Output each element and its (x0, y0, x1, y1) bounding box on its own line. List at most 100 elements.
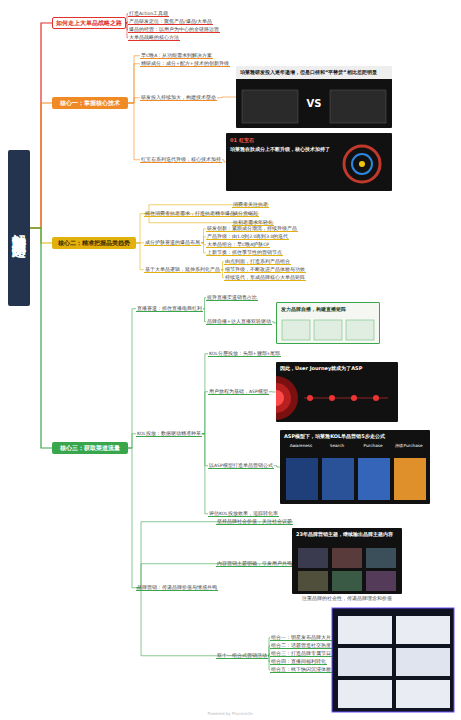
node-label: 组合四：直播间福利转化 (271, 659, 326, 665)
theme-illustration (298, 548, 396, 591)
node-label: 组合一：明星发布品牌大片 (271, 635, 331, 641)
sub-topic: 双十一组合式营销活动 (216, 653, 268, 660)
slide-thumbnail (396, 680, 450, 708)
node-label: 评估KOL投放效果，追踪转化率 (209, 511, 278, 517)
sub-topic: 以ASP模型打造单品营销公式 (208, 463, 274, 470)
branch-connector (136, 214, 144, 243)
node-label: 研发创新：紧跟成分潮流，持续升级产品 (207, 226, 297, 232)
sub-topic: 组合一：明星发布品牌大片 (270, 635, 332, 642)
slide-thumbnail (396, 616, 450, 644)
swirl-core (359, 161, 365, 167)
stage-panel (394, 458, 426, 500)
stage-panel (322, 458, 354, 500)
branch-connector (30, 228, 52, 448)
branch-connector (128, 103, 140, 160)
thumbnail (332, 548, 362, 568)
semicircle (276, 390, 284, 406)
node-text: Awareness (283, 443, 319, 448)
semicircle (276, 376, 298, 420)
journey-dot (351, 395, 357, 401)
node-text: 持续Purchase (391, 443, 427, 448)
journey-dot (307, 395, 313, 401)
branch-connector (30, 103, 52, 228)
sub-topic: 坚持品牌社会价值，关注社会议题 (216, 519, 293, 526)
sub-topic: 大单品战略的核心方法 (128, 35, 180, 42)
sub-topic: KOL投放：数据驱动精准种草 (136, 431, 202, 438)
node-label: 上新节奏：抓住季节性的营销节点 (207, 250, 282, 256)
branch-connector (217, 97, 236, 99)
node-label: 核心一：掌握核心技术 (60, 99, 120, 108)
branch-topic: 核心三：获取渠道流量 (52, 442, 128, 454)
node-label: 细节升级，不断改进产品体验与功效 (225, 267, 305, 273)
vs-illustration (242, 90, 386, 123)
semicircle (276, 383, 291, 413)
sub-topic: 产品研发定位：聚焦产品/爆品/大单品 (128, 19, 213, 26)
node-label: 抗初老需求年轻化 (233, 220, 273, 226)
sub-topic: 爆品的经营：以用户为中心的全链路运营 (128, 27, 220, 34)
node-label: 核心二：精准把握品类趋势 (58, 239, 130, 248)
screenshot-card: 23年品牌营销主题，继续输出品牌主题内容注重品牌的社会性，传递品牌理念和价值 (292, 528, 402, 594)
thumbnail (332, 571, 362, 591)
slide-frame (332, 608, 454, 712)
journey-illustration (276, 376, 388, 420)
node-label: 大单品组合：早C晚A护肤CP (207, 242, 269, 248)
sub-topic: 细节升级，不断改进产品体验与功效 (224, 267, 306, 274)
screenshot-card: 发力品牌自播，构建直播矩阵 (276, 302, 380, 344)
sub-topic: 研发创新：紧跟成分潮流，持续升级产品 (206, 226, 298, 233)
screenshot-card: 01 红宝石珀莱雅在肽成分上不断升级，核心技术加持了 (226, 133, 392, 191)
thumbnail (366, 548, 396, 568)
stage-panel (358, 458, 390, 500)
thumbnail (298, 571, 328, 591)
node-label: 成分党崛起 (233, 211, 258, 217)
branch-connector (202, 434, 208, 514)
branch-connector (128, 98, 140, 103)
node-label: 研发投入持续加大，构建技术壁垒 (141, 95, 216, 101)
sub-topic: 红宝石系列迭代升级，核心技术加持 (140, 157, 222, 164)
node-label: 直播赛道：抓住直播电商红利 (137, 306, 202, 312)
branch-connector (128, 64, 140, 103)
slide-thumbnail (338, 680, 392, 708)
sub-topic: 成分护肤赛道的爆品布局 (144, 240, 201, 247)
sub-topic: 用户旅程为基础，ASP模型 (208, 389, 269, 396)
sub-topic: 评估KOL投放效果，追踪转化率 (208, 511, 279, 518)
sub-topic: 品牌营销：传递品牌价值与情感共鸣 (136, 585, 218, 592)
node-label: 珀莱雅研发投入逐年递增，但是口径和“平替货”相比差距明显 (236, 66, 392, 79)
node-label: 红宝石系列迭代升级，核心技术加持 (141, 157, 221, 163)
node-label: 组合三：打造品牌专属节日 (271, 651, 331, 657)
sub-topic: 组合二：话题营造社交热度 (270, 643, 332, 650)
campaign-illustration (332, 608, 454, 712)
node-label: 提升直播渠道销售占比 (207, 295, 257, 301)
node-label: 因此，User Journey就成为了ASP (276, 362, 398, 375)
swirl-ring (352, 154, 372, 174)
node-label: 以ASP模型打造单品营销公式 (209, 463, 273, 469)
slide-thumbnail (338, 648, 392, 676)
node-label: 双十一组合式营销活动 (217, 653, 267, 659)
root-topic: 解密珀莱雅大单品之路 (8, 150, 30, 306)
sub-topic: 由点到面，打造系列产品组合 (224, 259, 291, 266)
node-text: VS (236, 79, 392, 129)
watermark: Powered by ProcessOn (208, 711, 253, 716)
sub-topic: 提升直播渠道销售占比 (206, 295, 258, 302)
branch-topic: 核心二：精准把握品类趋势 (52, 237, 136, 249)
node-label: 爆品的经营：以用户为中心的全链路运营 (129, 27, 219, 33)
node-label: 用户旅程为基础，ASP模型 (209, 389, 268, 395)
node-label: 由点到面，打造系列产品组合 (225, 259, 290, 265)
slide-thumbnail (396, 648, 450, 676)
node-label: KOL投放：数据驱动精准种草 (137, 431, 201, 437)
branch-connector (30, 23, 52, 228)
branch-connector (128, 309, 136, 448)
branch-connector (128, 434, 136, 448)
branch-topic: 如何走上大单品战略之路 (52, 17, 126, 29)
node-label: 组合二：话题营造社交热度 (271, 643, 331, 649)
sub-topic: KOL分层投放：头部+腰部+尾部 (208, 351, 281, 358)
branch-connector (136, 522, 293, 588)
node-label: 内容营销主题明确，引发用户共鸣 (217, 561, 292, 567)
sub-topic: 持续迭代，形成品牌核心大单品矩阵 (224, 275, 306, 282)
sub-topic: 基于大单品逻辑，延伸系列化产品 (144, 267, 221, 274)
sub-topic: 抓住消费者抗老需求，打造抗老精华爆品 (144, 211, 236, 218)
node-label: KOL分层投放：头部+腰部+尾部 (209, 351, 280, 357)
node-text: 珀莱雅在肽成分上不断升级，核心技术加持了 (226, 143, 392, 156)
screenshot-card: 珀莱雅研发投入逐年递增，但是口径和“平替货”相比差距明显VS (236, 66, 392, 128)
sub-topic: 消费者关注抗老 (232, 202, 269, 209)
node-label: 23年品牌营销主题，继续输出品牌主题内容 (292, 528, 402, 541)
